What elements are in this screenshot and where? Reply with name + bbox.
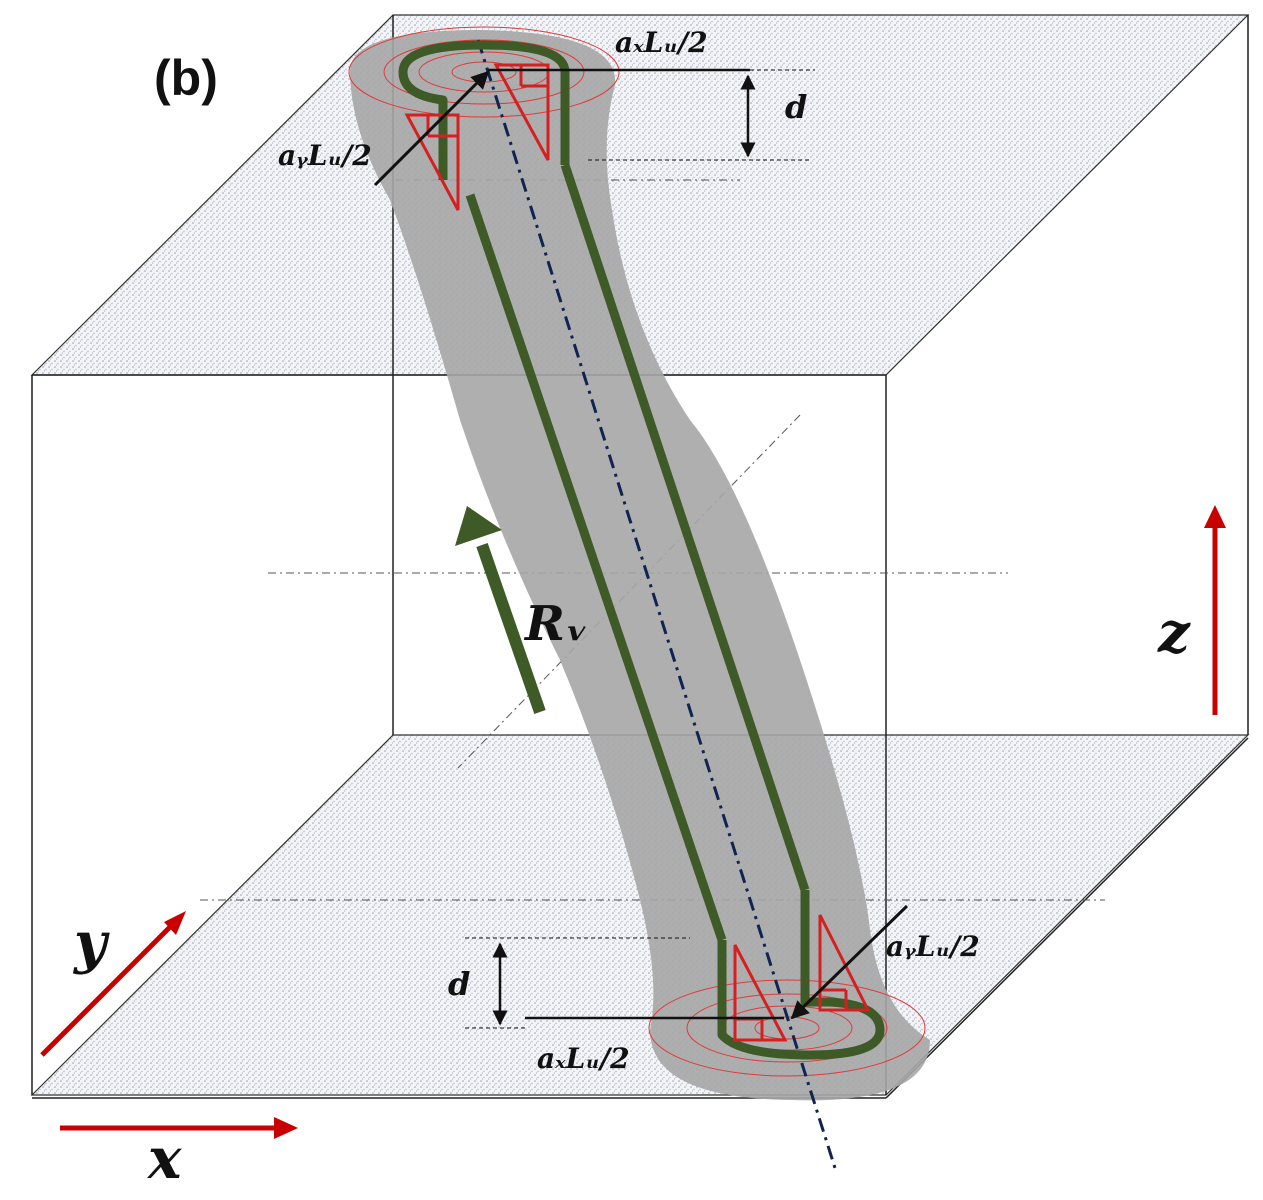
axis-arrows — [40, 505, 1226, 1139]
top-dimension-lines — [373, 68, 815, 187]
bottom-d-label: d — [448, 965, 470, 1003]
top-ay-label: aᵧLᵤ/2 — [278, 139, 372, 172]
z-axis-label: z — [1157, 600, 1191, 666]
bottom-dimension-lines — [465, 904, 909, 1029]
y-axis-label: y — [72, 910, 110, 976]
panel-label: (b) — [154, 50, 218, 106]
top-pitch-triangles — [404, 63, 550, 211]
y-axis-arrow — [40, 923, 174, 1057]
rotation-label: Rᵥ — [523, 596, 588, 652]
bottom-ax-label: aₓLᵤ/2 — [537, 1042, 630, 1075]
top-ax-label: aₓLᵤ/2 — [615, 26, 708, 59]
top-d-label: d — [785, 88, 807, 126]
vortex-axis-line — [476, 39, 837, 1169]
rotation-arrow — [455, 506, 546, 714]
x-axis-label: x — [147, 1126, 182, 1192]
vortex-tube — [398, 40, 885, 1060]
bottom-ay-label: aᵧLᵤ/2 — [886, 930, 980, 963]
